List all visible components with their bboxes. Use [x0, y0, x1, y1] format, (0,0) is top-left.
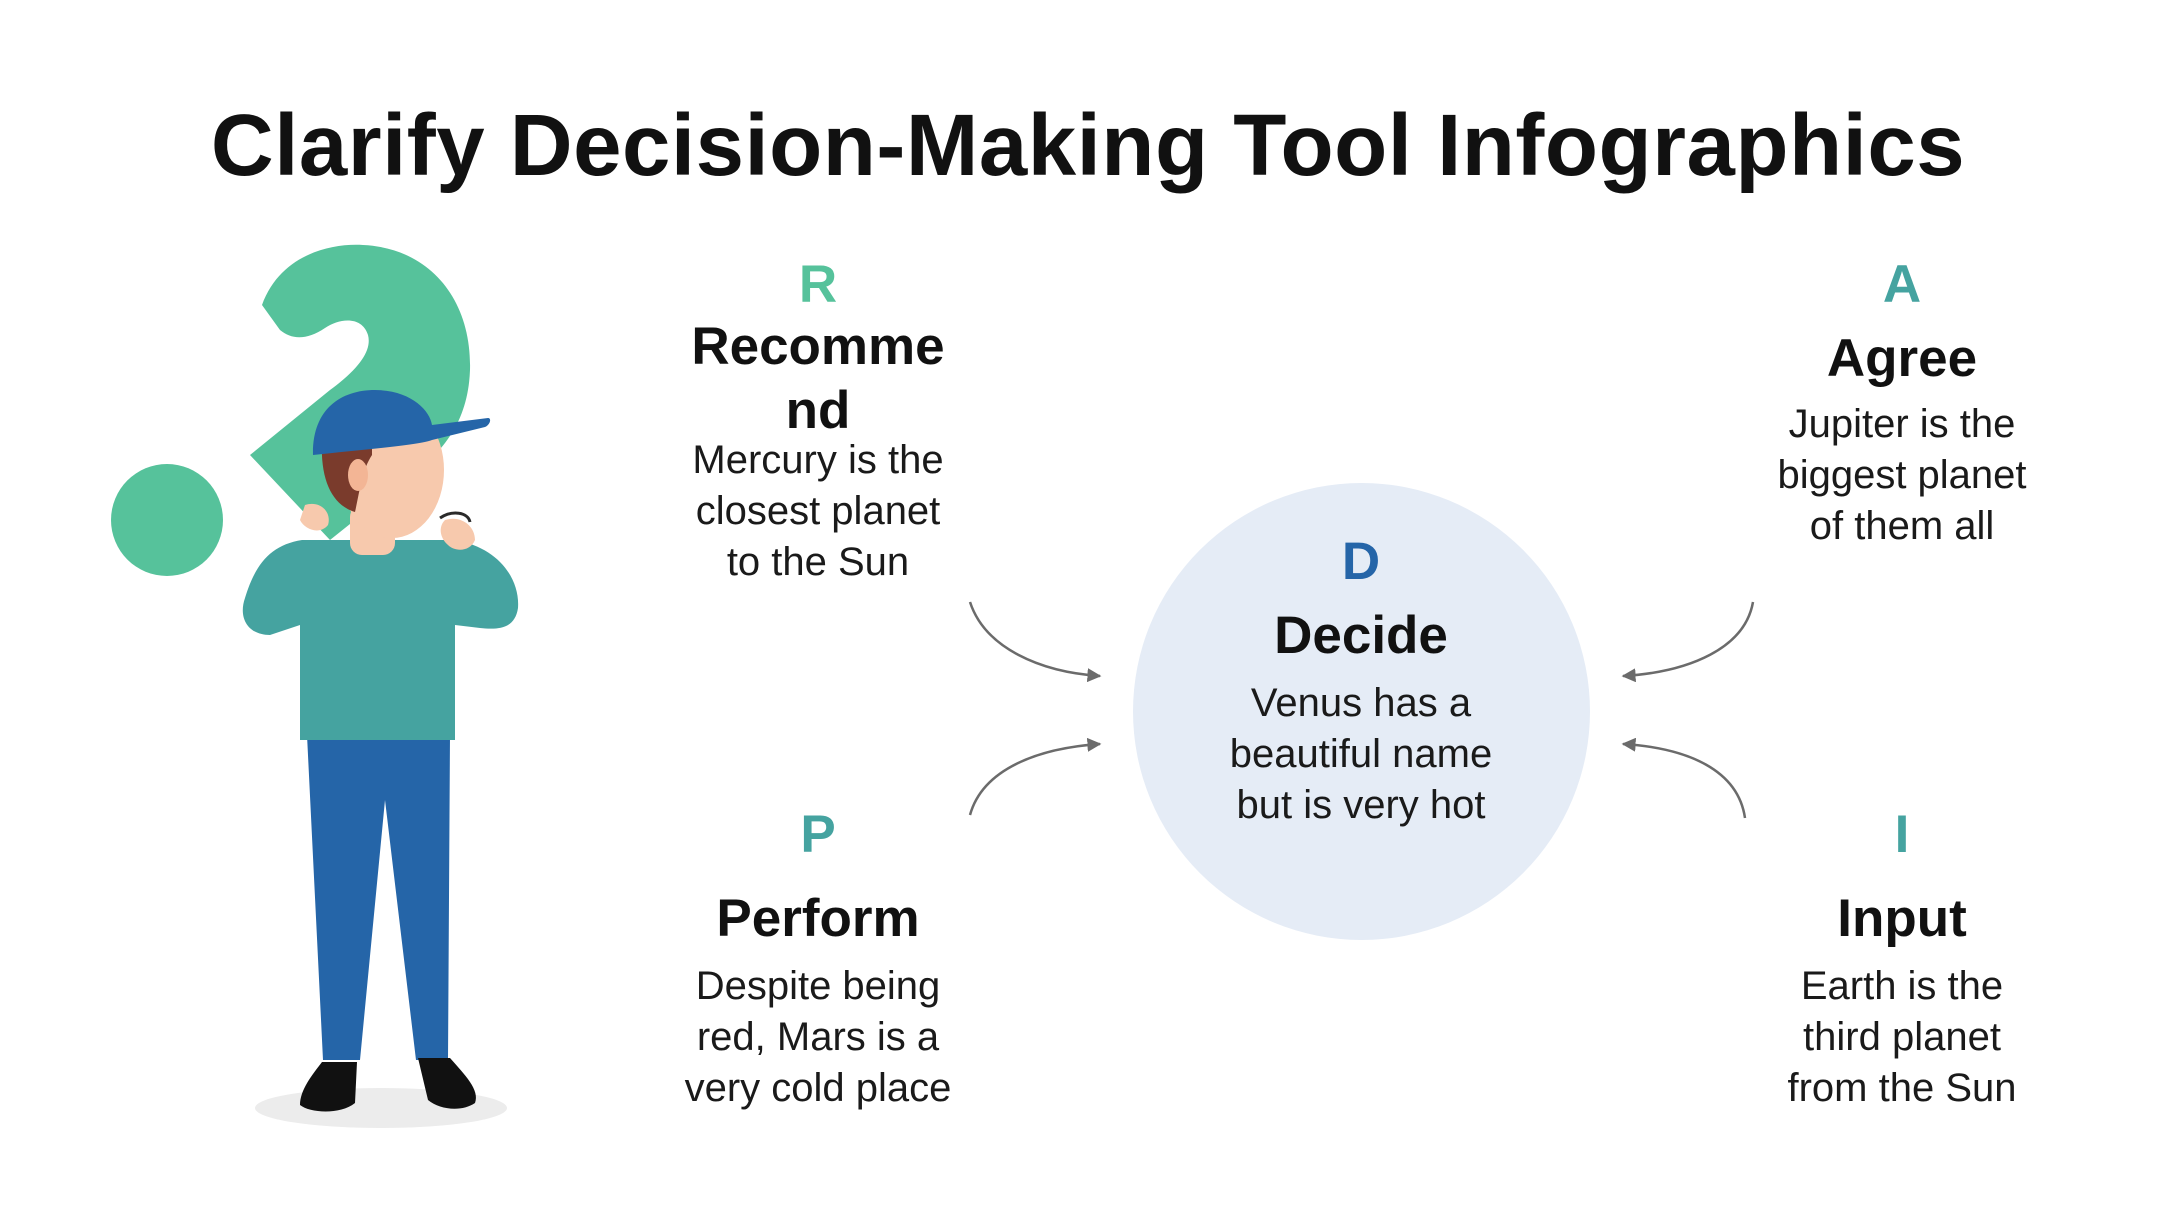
step-perform: P Perform Despite being red, Mars is a v… — [668, 805, 968, 1114]
step-letter: D — [1341, 532, 1381, 591]
step-name: Agree — [1826, 329, 1978, 388]
step-description: Earth is the third planet from the Sun — [1787, 964, 2017, 1110]
step-description: Mercury is the closest planet to the Sun — [692, 438, 944, 584]
page-title: Clarify Decision-Making Tool Infographic… — [210, 97, 1966, 194]
curved-arrow-icon — [1621, 737, 1747, 819]
step-letter: I — [1894, 805, 1910, 864]
step-letter: R — [798, 255, 838, 314]
curved-arrow-icon — [968, 737, 1102, 816]
curved-arrow-icon — [968, 601, 1102, 683]
step-decide: D Decide Venus has a beautiful name but … — [1211, 532, 1511, 831]
step-description: Jupiter is the biggest planet of them al… — [1777, 402, 2027, 548]
step-name: Input — [1837, 889, 1967, 948]
step-description: Venus has a beautiful name but is very h… — [1229, 681, 1493, 827]
step-name: Recommend — [691, 317, 945, 440]
step-letter: P — [800, 805, 836, 864]
step-input: I Input Earth is the third planet from t… — [1752, 805, 2052, 1114]
step-recommend: R Recommend Mercury is the closest plane… — [668, 255, 968, 588]
step-description: Despite being red, Mars is a very cold p… — [684, 964, 952, 1110]
step-name: Perform — [716, 889, 920, 948]
step-letter: A — [1882, 255, 1922, 314]
decide-circle — [1133, 483, 1590, 940]
curved-arrow-icon — [1621, 601, 1755, 683]
step-agree: A Agree Jupiter is the biggest planet of… — [1752, 255, 2052, 552]
step-name: Decide — [1274, 606, 1448, 665]
